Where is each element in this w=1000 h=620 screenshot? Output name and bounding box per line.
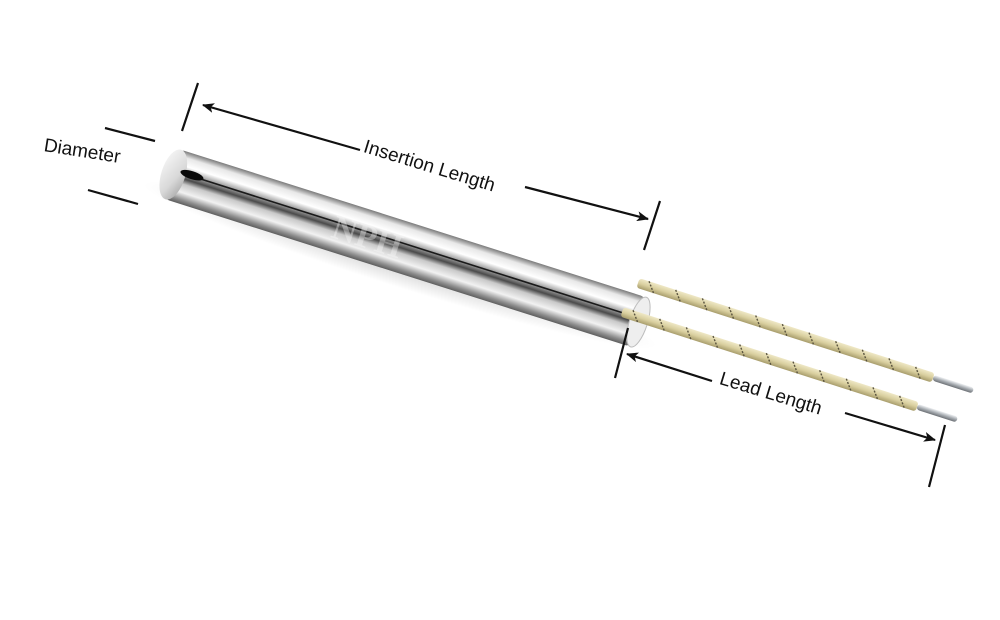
heater-sheath: NPH bbox=[159, 149, 651, 348]
lead-length-dimension bbox=[613, 327, 947, 488]
diameter-dimension bbox=[87, 126, 156, 206]
lead-wire-lower bbox=[621, 308, 958, 422]
insertion-length-dimension bbox=[180, 82, 662, 251]
lead-wire-upper bbox=[637, 279, 974, 393]
